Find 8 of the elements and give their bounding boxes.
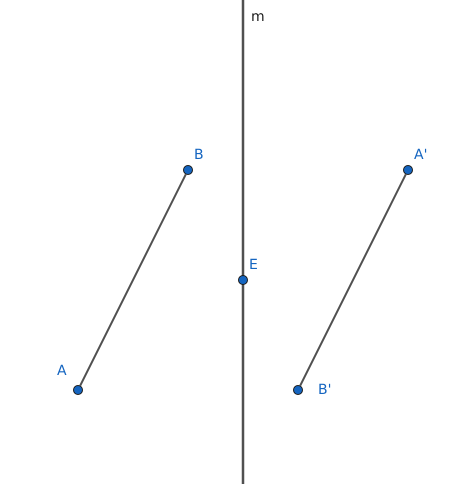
point-label: A' (414, 147, 428, 163)
point-label: B (194, 147, 204, 163)
line-segment (79, 174, 187, 386)
line-segment (299, 174, 407, 386)
point-label: A (57, 363, 67, 379)
point-label: B' (318, 382, 332, 398)
point-label: E (249, 257, 258, 273)
line-label: m (251, 9, 265, 25)
